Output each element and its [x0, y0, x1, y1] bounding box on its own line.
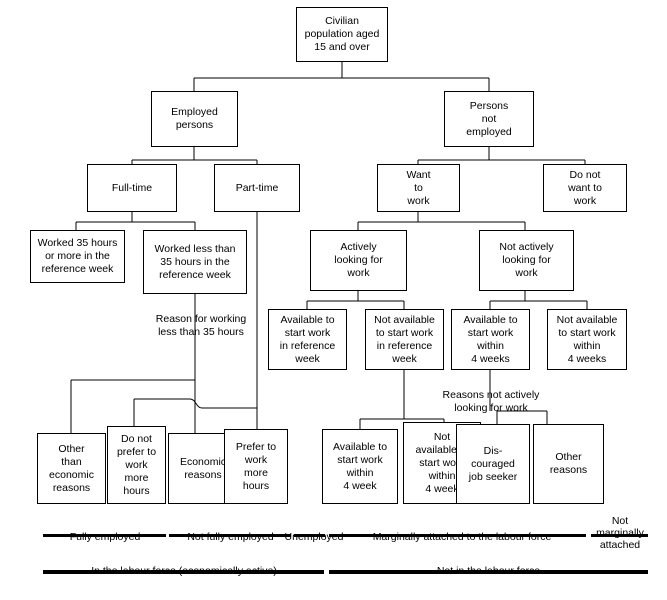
node-employed-persons[interactable]: Employed persons [151, 91, 238, 147]
node-available-start-work-reference-week[interactable]: Available to start work in reference wee… [268, 309, 347, 370]
node-label: Worked 35 hours or more in the reference… [37, 237, 118, 275]
node-label: Economic reasons [179, 455, 227, 481]
node-label: Available to start work within 4 weeks [463, 313, 518, 365]
bracket-label-not-marginally-attached: Not marginally attached [586, 503, 654, 551]
node-label: Available to start work in reference wee… [279, 313, 336, 365]
node-do-not-want-to-work[interactable]: Do not want to work [543, 164, 627, 212]
node-label: Available to start work within 4 week [332, 440, 388, 492]
node-label: Want to work [406, 168, 431, 207]
node-label: Not actively looking for work [499, 241, 554, 279]
node-label: Not available to start work within 4 wee… [556, 313, 618, 365]
bracket-bar-not-fully-employed [169, 534, 291, 537]
node-discouraged-job-seeker[interactable]: Dis- couraged job seeker [456, 424, 530, 504]
bracket-bar-unemployed [294, 534, 325, 537]
bracket-bar-not-marginally-attached [591, 534, 648, 537]
node-available-start-work-within-4-weeks[interactable]: Available to start work within 4 weeks [451, 309, 530, 370]
caption-reason-for-working-less: Reason for working less than 35 hours [146, 300, 256, 339]
bracket-text: Fully employed [69, 531, 141, 543]
node-civilian-population[interactable]: Civilian population aged 15 and over [296, 7, 388, 62]
node-label: Civilian population aged 15 and over [304, 15, 380, 53]
node-label: Worked less than 35 hours in the referen… [154, 242, 236, 281]
node-label: Not available to start work in reference… [374, 313, 435, 365]
bracket-text: Marginally attached to the labour force [372, 531, 552, 543]
bracket-bar-in-labour-force [43, 570, 324, 574]
node-worked-less-than-35-hours[interactable]: Worked less than 35 hours in the referen… [143, 230, 247, 294]
node-label: Dis- couraged job seeker [468, 444, 518, 483]
node-available-start-work-within-4-week[interactable]: Available to start work within 4 week [322, 429, 398, 504]
caption-text: Reason for working less than 35 hours [155, 313, 247, 338]
node-not-available-start-work-reference-week[interactable]: Not available to start work in reference… [365, 309, 444, 370]
bracket-bar-not-in-labour-force [329, 570, 648, 574]
node-label: Other than economic reasons [49, 442, 94, 494]
bracket-bar-fully-employed [43, 534, 166, 537]
node-label: Actively looking for work [334, 241, 383, 279]
node-do-not-prefer-to-work-more-hours[interactable]: Do not prefer to work more hours [107, 426, 166, 504]
node-other-reasons[interactable]: Other reasons [533, 424, 604, 504]
node-label: Prefer to work more hours [235, 440, 277, 492]
node-other-than-economic-reasons[interactable]: Other than economic reasons [37, 433, 106, 504]
caption-text: Reasons not actively looking for work [442, 389, 540, 414]
bracket-label-marginally-attached: Marginally attached to the labour force [330, 519, 594, 543]
bracket-bar-marginally-attached [329, 534, 586, 537]
bracket-label-fully-employed: Fully employed [40, 519, 170, 543]
node-full-time[interactable]: Full-time [87, 164, 177, 212]
node-label: Persons not employed [466, 99, 512, 138]
node-actively-looking-for-work[interactable]: Actively looking for work [310, 230, 407, 291]
caption-reasons-not-actively-looking: Reasons not actively looking for work [432, 376, 550, 415]
bracket-text: Not fully employed [187, 531, 274, 543]
node-not-actively-looking-for-work[interactable]: Not actively looking for work [479, 230, 574, 291]
node-part-time[interactable]: Part-time [214, 164, 300, 212]
node-label: Do not prefer to work more hours [116, 432, 157, 497]
node-worked-35-hours-or-more[interactable]: Worked 35 hours or more in the reference… [30, 230, 125, 283]
node-label: Other reasons [549, 451, 588, 476]
bracket-text: Not marginally attached [596, 515, 644, 551]
node-label: Do not want to work [568, 168, 602, 207]
node-prefer-to-work-more-hours[interactable]: Prefer to work more hours [224, 429, 288, 504]
node-want-to-work[interactable]: Want to work [377, 164, 460, 212]
node-label: Employed persons [171, 106, 218, 131]
node-not-available-start-work-within-4-weeks[interactable]: Not available to start work within 4 wee… [547, 309, 627, 370]
node-persons-not-employed[interactable]: Persons not employed [444, 91, 534, 147]
node-label: Full-time [111, 181, 153, 194]
node-label: Part-time [235, 181, 279, 194]
